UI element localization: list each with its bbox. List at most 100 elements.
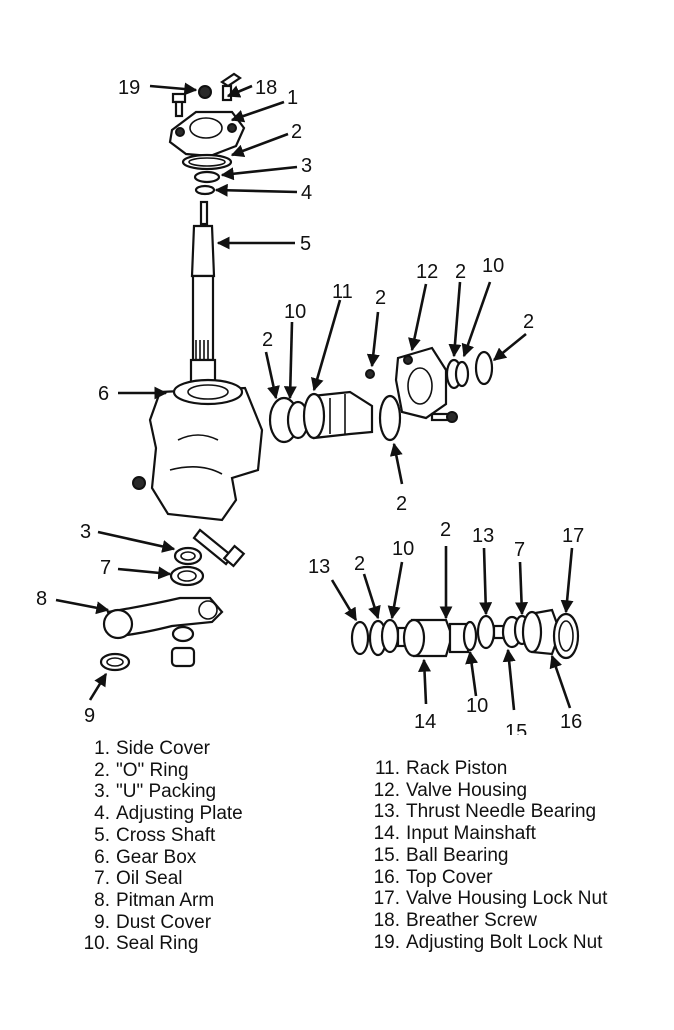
bolt-mid [430,411,458,423]
callout-18: 18 [255,77,277,99]
nut-lower-b [170,646,196,668]
legend-item: 17. Valve Housing Lock Nut [360,888,608,910]
legend-number: 2. [94,759,110,781]
legend-label: Oil Seal [116,868,183,890]
legend-number: 11. [374,758,400,779]
callout-4: 4 [301,182,312,204]
legend-item: 1. Side Cover [70,738,243,760]
legend-left: 1. Side Cover 2. "O" Ring 3. "U" Packing 4. Adj… [70,738,243,955]
legend-number: 8. [94,889,110,911]
callout-labels: 19 18 1 2 3 4 5 6 3 7 8 9 2 10 11 2 12 2… [36,77,584,735]
callout-2-mid-c: 2 [455,261,466,283]
callout-3-bottom: 3 [80,521,91,543]
callout-12: 12 [416,261,438,283]
legend-label: Valve Housing Lock Nut [406,888,608,910]
legend-label: Adjusting Plate [116,803,243,825]
adjusting-bolt-lock-nut [198,85,212,99]
u-packing-upper [193,170,221,184]
legend-number: 5. [94,824,110,846]
o-ring-small-mid [365,369,375,379]
legend-item: 8. Pitman Arm [70,890,243,912]
legend-label: Pitman Arm [116,889,215,911]
legend-item: 18.Breather Screw [360,910,607,932]
legend-number: 6. [94,846,110,868]
legend-label: Adjusting Bolt Lock Nut [406,931,603,953]
side-cover [168,110,246,158]
oil-seal [169,565,205,587]
nut-lower-a [171,625,195,643]
legend-item: 19. Adjusting Bolt Lock Nut [360,932,607,954]
callout-3-top: 3 [301,155,312,177]
legend-item: 3. "U" Packing [70,781,243,803]
o-ring-upper [181,153,233,171]
legend-number: 3. [94,781,110,803]
legend-label: Input Mainshaft [406,823,536,845]
callout-7-bottom: 7 [514,539,525,561]
callout-8: 8 [36,588,47,610]
bolt-small [171,92,187,118]
legend-label: Side Cover [116,738,210,759]
legend-number: 19. [373,931,400,953]
pitman-arm [102,596,224,640]
legend-number: 13. [373,801,400,823]
legend-number: 10. [83,933,110,955]
callout-2-mid-d: 2 [523,311,534,333]
legend-label: "U" Packing [116,781,217,803]
legend-label: Dust Cover [116,911,212,933]
legend-item: 11. Rack Piston [360,758,607,780]
callout-2-mid-b: 2 [375,287,386,309]
cross-shaft [189,200,217,392]
rack-piston [302,390,374,440]
callout-5: 5 [300,233,311,255]
legend-item: 2. "O" Ring [70,760,243,782]
callout-2-bottom-b: 2 [440,519,451,541]
legend-label: Cross Shaft [116,824,216,846]
callout-10-bottom-b: 10 [466,695,488,717]
legend-label: Breather Screw [406,909,537,931]
legend-number: 7. [94,868,110,890]
callout-2-mid-e: 2 [396,493,407,515]
legend-label: Thrust Needle Bearing [406,801,597,823]
callout-2-bottom-a: 2 [354,553,365,575]
legend-number: 15. [373,844,400,866]
valve-housing-lock-nut [552,612,580,660]
legend-label: Valve Housing [406,779,528,801]
callout-9: 9 [84,705,95,727]
legend-item: 15. Ball Bearing [360,845,607,867]
exploded-view-diagram: 19 18 1 2 3 4 5 6 3 7 8 9 2 10 11 2 12 2… [36,72,584,735]
gear-box [132,378,264,522]
legend-label: Ball Bearing [406,844,509,866]
callout-15: 15 [505,721,527,735]
legend-number: 17. [373,888,400,910]
legend-label: "O" Ring [116,759,189,781]
legend-item: 9. Dust Cover [70,912,243,934]
seal-ring-bottom-mid [462,620,478,652]
bolt-lower [192,528,246,568]
seal-ring-group-right [445,358,470,390]
callout-6: 6 [98,383,109,405]
legend-item: 6. Gear Box [70,847,243,869]
callout-16: 16 [560,711,582,733]
legend-label: Rack Piston [406,758,508,779]
legend-label: Gear Box [116,846,197,868]
u-packing-lower [173,546,203,566]
legend-number: 4. [94,803,110,825]
adjusting-plate [194,184,216,196]
seal-rings-bottom-left [368,618,400,657]
callout-7-left: 7 [100,557,111,579]
callout-10-mid-a: 10 [284,301,306,323]
thrust-needle-bearing-left [350,620,370,656]
legend-number: 14. [373,823,400,845]
callout-1: 1 [287,87,298,109]
legend-number: 1. [94,738,110,759]
legend-item: 4. Adjusting Plate [70,803,243,825]
legend-label: Seal Ring [116,933,199,955]
callout-19: 19 [118,77,140,99]
callout-10-mid-b: 10 [482,255,504,277]
legend-right: 11. Rack Piston 12. Valve Housing 13. Thrust … [360,758,608,954]
legend-item: 5. Cross Shaft [70,825,243,847]
legend-number: 12. [373,779,400,801]
legend-number: 9. [94,911,110,933]
legend-label: Top Cover [406,866,493,888]
callout-10-bottom-a: 10 [392,538,414,560]
